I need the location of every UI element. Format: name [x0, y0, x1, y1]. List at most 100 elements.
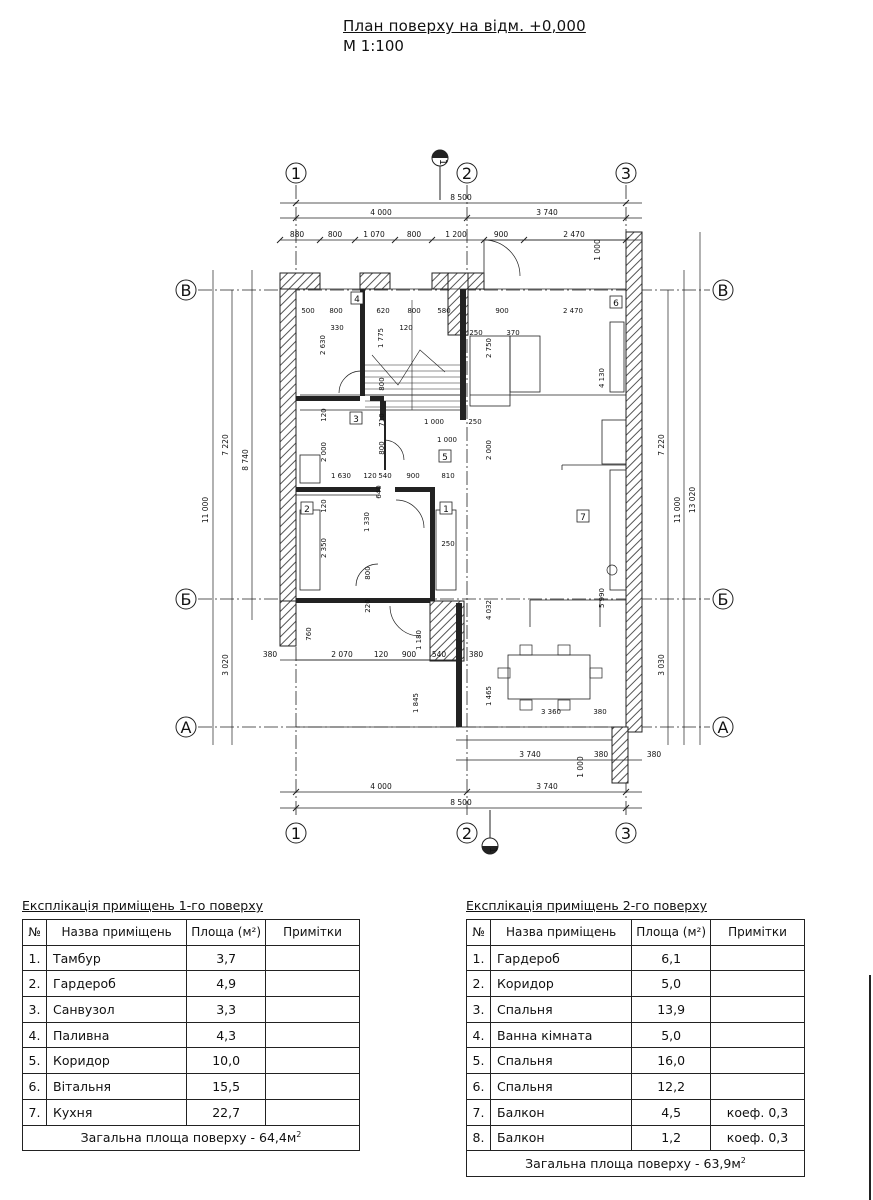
dimension-tick [292, 788, 300, 796]
dimension-label: 2 000 [320, 442, 328, 462]
table2-header-row: № Назва приміщень Площа (м²) Примітки [466, 919, 805, 946]
table2-header-area: Площа (м²) [631, 919, 711, 946]
partition-wall [380, 598, 390, 603]
dimension-label: 900 [406, 472, 419, 480]
dimension-label: 120 [320, 408, 328, 421]
dimension-label: 250 [468, 418, 481, 426]
dimension-label: 900 [494, 230, 509, 239]
partition-wall [460, 289, 466, 335]
table2-header-num: № [466, 919, 491, 946]
cell-note [710, 970, 805, 998]
dimension-label: 11 000 [201, 497, 210, 523]
dimension-label: 1 180 [415, 630, 423, 650]
total-area-unit-sup: 2 [296, 1130, 302, 1140]
cell-note [710, 996, 805, 1023]
cell-name: Гардероб [489, 944, 633, 972]
dimension-label: 3 740 [536, 208, 558, 217]
partition-wall [456, 603, 462, 727]
cell-note [710, 944, 805, 972]
axis-b-right-circle [712, 588, 734, 610]
cell-area: 16,0 [631, 1047, 711, 1075]
dimension-label: 640 [375, 485, 383, 498]
dimension-label: 3 740 [536, 782, 558, 791]
dining-chair [519, 644, 533, 656]
partition-wall [395, 487, 430, 492]
furniture [299, 321, 627, 711]
dimension-label: 4 000 [370, 782, 392, 791]
dimension-tick [622, 236, 630, 244]
cell-num: 8. [466, 1124, 491, 1152]
dimension-label: 1 330 [363, 512, 371, 532]
table1-header-name: Назва приміщень [45, 919, 188, 946]
dimension-label: 380 [469, 650, 484, 659]
dimension-label: 7 220 [657, 434, 666, 456]
dimension-label: 710 [378, 413, 386, 426]
axis-2-bottom-circle [456, 822, 478, 844]
cell-name: Балкон [489, 1098, 633, 1126]
cell-num: 7. [22, 1098, 47, 1126]
cell-area: 1,2 [631, 1124, 711, 1152]
axis-3-bottom-label: 3 [621, 824, 631, 843]
cell-num: 2. [22, 970, 47, 998]
cell-area: 5,0 [631, 970, 711, 998]
axis-v-left-circle [175, 279, 197, 301]
dimension-label: 800 [364, 566, 372, 579]
partition-wall [384, 401, 386, 470]
door-swing [355, 563, 379, 587]
cell-area: 12,2 [631, 1073, 711, 1100]
axis-v-right-circle [712, 279, 734, 301]
axis-a-right-label: А [718, 718, 729, 737]
dimension-label: 3 030 [657, 654, 666, 676]
dimension-label: 1 000 [576, 756, 585, 778]
wall-segment [279, 272, 321, 290]
cell-num: 4. [22, 1021, 47, 1049]
dimension-label: 4 130 [598, 368, 606, 388]
section-mark-label: 1 [487, 847, 498, 853]
cell-name: Тамбур [45, 944, 188, 972]
plan-title: План поверху на відм. +0,000 [343, 17, 586, 35]
cell-area: 4,9 [186, 970, 266, 998]
total-area: Загальна площа поверху - 64,4м2 [22, 1124, 360, 1152]
dimension-tick [520, 236, 528, 244]
cell-note [265, 1021, 360, 1049]
dining-chair [589, 667, 603, 679]
dimension-label: 620 [376, 307, 389, 315]
kitchen-sink [606, 564, 618, 576]
axis-a-right-circle [712, 716, 734, 738]
partition-wall [430, 487, 435, 601]
dimension-tick [391, 236, 399, 244]
cell-note [265, 996, 360, 1023]
cell-name: Спальня [489, 1073, 633, 1100]
cell-num: 5. [466, 1047, 491, 1075]
partition-wall [380, 401, 386, 420]
cell-name: Гардероб [45, 970, 188, 998]
dining-chair [497, 667, 511, 679]
dimension-label: 5 990 [598, 588, 606, 608]
dimension-label: 380 [593, 708, 606, 716]
partition-wall [370, 396, 384, 401]
dimension-tick [463, 214, 471, 222]
cell-num: 3. [466, 996, 491, 1023]
dimension-label: 1 465 [485, 686, 493, 706]
fireplace [601, 419, 627, 465]
room-tag-label: 4 [354, 295, 360, 305]
table1-header-area: Площа (м²) [186, 919, 266, 946]
wc [299, 454, 321, 484]
dimension-label: 13 020 [688, 487, 697, 513]
dimension-label: 880 [290, 230, 305, 239]
dimension-label: 540 [432, 650, 447, 659]
cell-area: 5,0 [631, 1021, 711, 1049]
dimension-label: 120 [374, 650, 389, 659]
dimension-label: 380 [594, 750, 609, 759]
table2-header-note: Примітки [710, 919, 805, 946]
cell-area: 3,3 [186, 996, 266, 1023]
